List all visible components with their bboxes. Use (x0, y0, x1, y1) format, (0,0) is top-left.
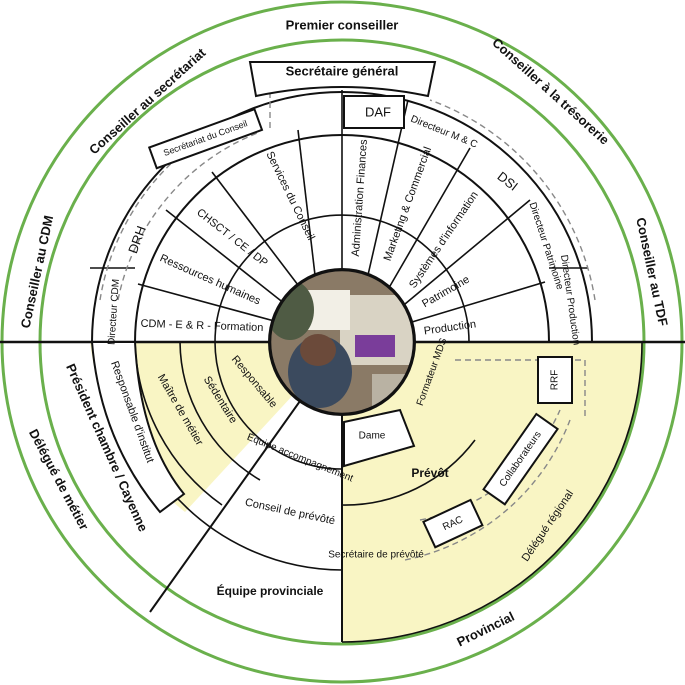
dame-label: Dame (359, 431, 386, 442)
equipe-provinciale-label: Équipe provinciale (217, 583, 324, 598)
premier-conseiller-label: Premier conseiller (286, 17, 399, 32)
rrf-label: RRF (550, 370, 561, 391)
directeur-cdm-label: Directeur CDM (106, 279, 122, 346)
secretaire-prevote-label: Secrétaire de prévôté (328, 550, 424, 561)
secretaire-general-label: Secrétaire général (286, 63, 399, 78)
prevot-label: Prévôt (411, 466, 448, 480)
bottom-arc-conseil (214, 341, 343, 470)
dame-box[interactable] (343, 408, 416, 468)
daf-box[interactable] (343, 95, 405, 129)
responsable-institut-box[interactable] (90, 341, 186, 514)
bottom-arc-sedentaire (179, 341, 261, 481)
rrf-box[interactable] (537, 356, 573, 404)
cdm-formation-label: CDM - E & R - Formation (140, 318, 263, 334)
bottom-right-arc-outer (341, 341, 643, 643)
rac-box[interactable]: RAC (422, 498, 484, 549)
daf-label: DAF (365, 104, 391, 119)
bottom-arc-provinciale (169, 489, 343, 571)
secretaire-general-box[interactable] (248, 61, 437, 98)
bottom-right-arc-prevot (341, 439, 476, 506)
